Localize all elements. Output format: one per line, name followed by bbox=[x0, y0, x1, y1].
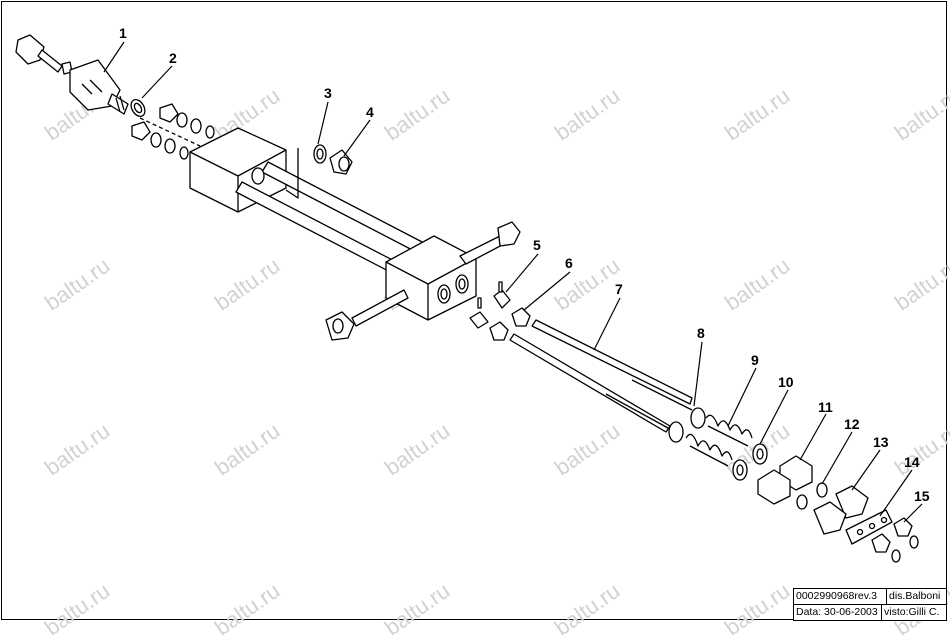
drawn-by: dis.Balboni bbox=[889, 590, 941, 602]
callout-4: 4 bbox=[366, 104, 374, 120]
manifold-block-left bbox=[189, 127, 287, 213]
part-11-caps bbox=[757, 455, 813, 505]
callout-1: 1 bbox=[119, 25, 127, 41]
part-6-nuts bbox=[489, 307, 531, 341]
title-block: 0002990968rev.3 dis.Balboni Data: 30-06-… bbox=[793, 588, 947, 621]
part-4-plug bbox=[329, 149, 353, 175]
part-14-plate bbox=[845, 509, 893, 545]
fittings-upper bbox=[131, 103, 215, 160]
manifold-block-right bbox=[385, 235, 477, 321]
callout-labels: 1 2 3 4 5 6 7 8 9 10 11 12 13 14 15 bbox=[119, 25, 930, 504]
part-1-valve-stem bbox=[15, 34, 129, 115]
checked-by: visto:Gilli C. bbox=[884, 606, 940, 618]
part-9-springs bbox=[685, 414, 753, 467]
callout-15: 15 bbox=[914, 488, 930, 504]
drawing-number: 0002990968rev.3 bbox=[796, 590, 877, 602]
exploded-parts-drawing: 1 2 3 4 5 6 7 8 9 10 11 12 13 14 15 bbox=[15, 25, 930, 563]
callout-6: 6 bbox=[565, 255, 573, 271]
callout-11: 11 bbox=[818, 399, 833, 415]
callout-7: 7 bbox=[615, 281, 623, 297]
callout-9: 9 bbox=[751, 352, 759, 368]
callout-5: 5 bbox=[533, 237, 541, 253]
part-15-nuts bbox=[871, 517, 919, 563]
callout-12: 12 bbox=[844, 416, 860, 432]
drawing-frame bbox=[1, 1, 947, 620]
pipe-upper-right bbox=[459, 221, 521, 265]
drawing-date: Data: 30-06-2003 bbox=[796, 606, 878, 618]
part-12-rings bbox=[796, 482, 828, 510]
part-5-pins bbox=[469, 281, 511, 329]
callout-14: 14 bbox=[904, 454, 920, 470]
part-13-bolts bbox=[813, 485, 869, 535]
part-10-washers bbox=[732, 443, 768, 481]
callout-2: 2 bbox=[169, 50, 177, 66]
callout-13: 13 bbox=[873, 434, 889, 450]
part-8-sleeves bbox=[668, 407, 706, 443]
leader-lines bbox=[103, 41, 923, 523]
callout-8: 8 bbox=[697, 325, 705, 341]
callout-3: 3 bbox=[324, 85, 332, 101]
callout-10: 10 bbox=[778, 374, 794, 390]
pipe-lower-left bbox=[325, 289, 409, 341]
